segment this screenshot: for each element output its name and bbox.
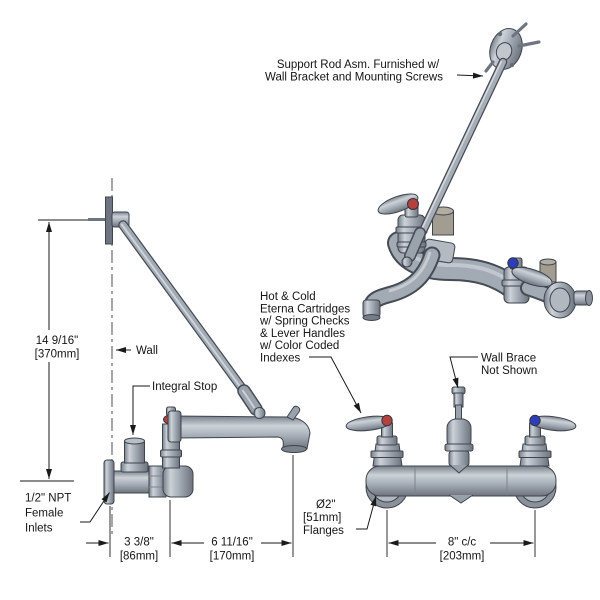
depth-dim: 3 3/8" — [124, 537, 154, 549]
cartridges-leader — [309, 356, 362, 414]
inlets-label: 1/2" NPT — [25, 493, 71, 505]
flanges-label: [51mm] — [303, 512, 341, 524]
flanges-leader — [356, 495, 377, 530]
hot-index-front — [381, 414, 393, 427]
inlets-label: Female — [25, 508, 63, 520]
centers-dim: 8" c/c — [448, 537, 477, 549]
wall-flange-side — [103, 459, 115, 505]
wall-brace-leader — [449, 356, 478, 389]
flanges-label: Ø2" — [316, 499, 335, 511]
reach-dim-metric: [170mm] — [210, 551, 255, 563]
height-dim-metric: [370mm] — [35, 349, 80, 361]
cartridges-label: w/ Spring Checks — [259, 316, 350, 328]
cartridges-label: w/ Color Coded — [259, 340, 339, 352]
cold-index-front — [529, 414, 541, 427]
cold-valve-front — [518, 414, 577, 467]
support-rod-leader — [456, 72, 484, 79]
dimension-lines — [20, 219, 536, 557]
side-view — [88, 178, 311, 535]
support-rod-label: Wall Bracket and Mounting Screws — [265, 72, 443, 84]
hot-handle-3d — [377, 193, 419, 218]
hot-valve-front — [345, 414, 404, 467]
centers-dim-metric: [203mm] — [440, 551, 485, 563]
hot-index-3d — [407, 198, 419, 210]
faucet-3d-body — [362, 206, 593, 321]
flanges-label: Flanges — [303, 525, 344, 537]
cartridges-label: Hot & Cold — [260, 291, 316, 303]
annotations: Support Rod Asm. Furnished w/ Wall Brack… — [25, 59, 537, 563]
cartridges-label: & Lever Handles — [260, 328, 345, 340]
support-rod-side — [118, 220, 266, 419]
spout-side — [172, 415, 311, 450]
inlet-pipe — [113, 470, 153, 494]
spout-outlet-side — [281, 445, 307, 453]
support-rod-3d — [401, 57, 508, 268]
mounting-screws — [484, 22, 541, 73]
cartridges-label: Indexes — [260, 353, 301, 365]
spout-nub — [286, 405, 301, 421]
reach-dim: 6 11/16" — [211, 537, 253, 549]
depth-dim-metric: [86mm] — [120, 551, 158, 563]
leader-lines — [80, 72, 484, 530]
cold-index-3d — [507, 257, 519, 269]
cartridges-label: Eterna Cartridges — [260, 303, 350, 315]
inlets-leader — [80, 492, 110, 523]
wall-brace-label: Not Shown — [481, 365, 537, 377]
center-post — [444, 386, 474, 474]
cold-handle-3d — [507, 257, 553, 288]
wall-brace-label: Wall Brace — [481, 353, 536, 365]
inlets-label: Inlets — [25, 523, 53, 535]
wall-bracket-disc — [489, 28, 523, 70]
spout-collar — [167, 410, 182, 443]
faucet-side-body — [103, 405, 311, 505]
front-view — [345, 386, 577, 509]
rod-ball-end — [253, 407, 266, 419]
integral-stop-label: Integral Stop — [152, 381, 217, 393]
height-dim: 14 9/16" — [36, 335, 78, 347]
integral-stop-leader — [130, 385, 150, 435]
support-rod-label: Support Rod Asm. Furnished w/ — [277, 59, 440, 71]
elbow — [162, 465, 194, 498]
perspective-view — [362, 22, 593, 321]
wall-label: Wall — [136, 345, 158, 357]
